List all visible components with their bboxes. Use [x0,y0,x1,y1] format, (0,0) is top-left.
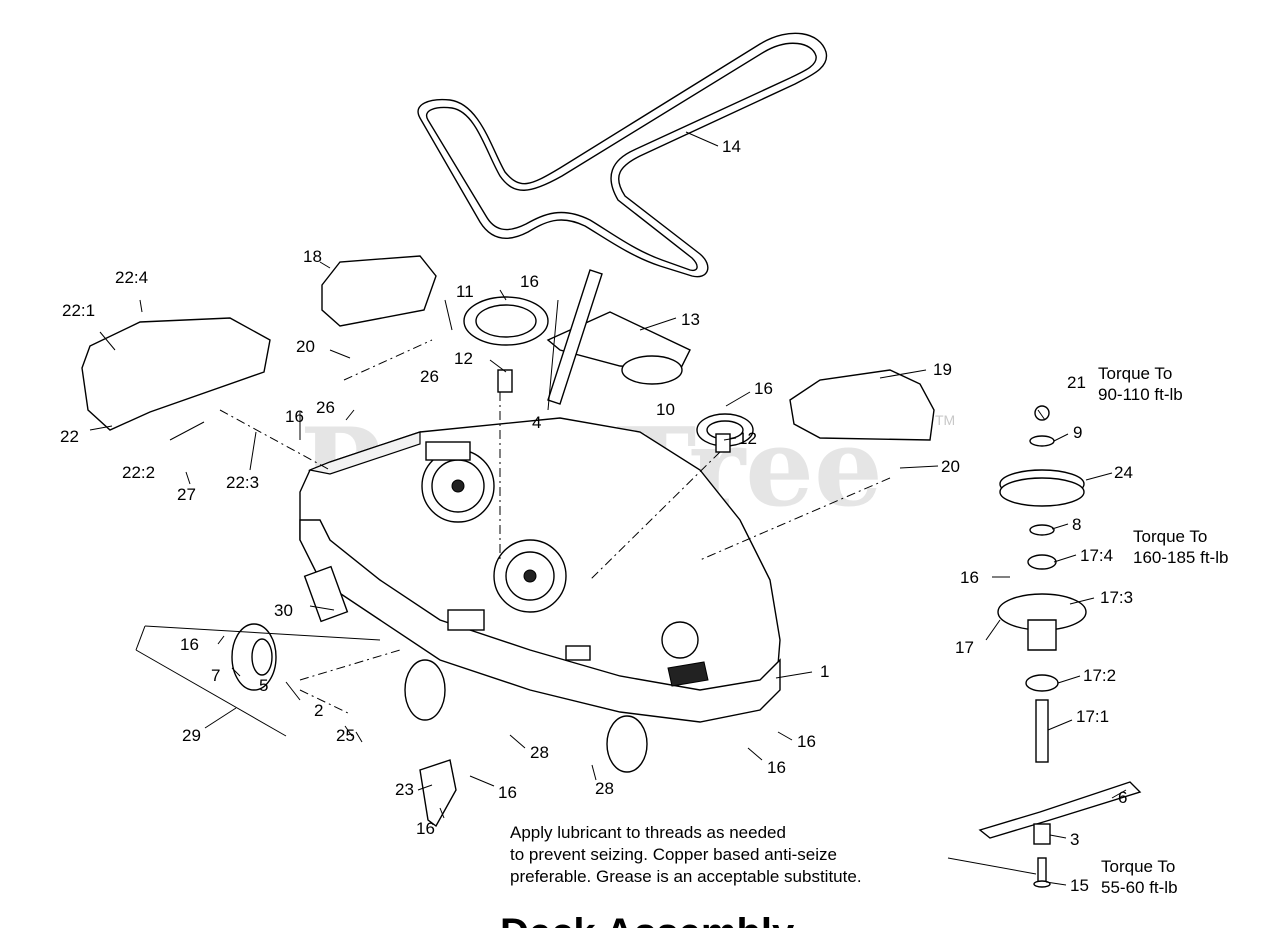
label-9: 9 [1073,423,1082,442]
assembly-lines [219,339,891,715]
label-16-e: 16 [180,635,199,654]
label-8: 8 [1072,515,1081,534]
label-30: 30 [274,601,293,620]
torque-21-line2: 90-110 ft-lb [1098,385,1183,404]
label-17-3: 17:3 [1100,588,1133,607]
label-16-a: 16 [520,272,539,291]
torque-21-line1: Torque To [1098,364,1172,383]
label-25: 25 [336,726,355,745]
note-line-3: preferable. Grease is an acceptable subs… [510,867,862,886]
label-2: 2 [314,701,323,720]
page-title: Deck Assembly [500,911,795,928]
label-16-c: 16 [285,407,304,426]
label-17-1: 17:1 [1076,707,1109,726]
spindle-assembly [978,405,1142,888]
note-line-2: to prevent seizing. Copper based anti-se… [510,845,837,864]
label-5: 5 [259,676,268,695]
label-26-a: 26 [420,367,439,386]
torque-specs: Torque To 90-110 ft-lb Torque To 160-185… [1098,364,1228,897]
label-18: 18 [303,247,322,266]
label-17-2: 17:2 [1083,666,1116,685]
label-15: 15 [1070,876,1089,895]
label-14: 14 [722,137,741,156]
label-16-g: 16 [767,758,786,777]
label-16-i: 16 [416,819,435,838]
drive-belt [417,32,828,278]
label-12-b: 12 [738,429,757,448]
label-20-b: 20 [941,457,960,476]
label-29: 29 [182,726,201,745]
label-19: 19 [933,360,952,379]
label-17: 17 [955,638,974,657]
label-22-3: 22:3 [226,473,259,492]
label-6: 6 [1118,788,1127,807]
label-26-b: 26 [316,398,335,417]
label-4: 4 [532,413,541,432]
label-23: 23 [395,780,414,799]
label-3: 3 [1070,830,1079,849]
belt-covers [81,255,935,441]
caster-wheels [231,623,648,828]
label-27: 27 [177,485,196,504]
idler-pulleys [463,269,754,453]
label-16-f: 16 [797,732,816,751]
label-20-a: 20 [296,337,315,356]
label-22-4: 22:4 [115,268,148,287]
torque-15-line1: Torque To [1101,857,1175,876]
label-22-1: 22:1 [62,301,95,320]
note-line-1: Apply lubricant to threads as needed [510,823,786,842]
label-12-a: 12 [454,349,473,368]
label-13: 13 [681,310,700,329]
trademark: TM [935,412,955,428]
label-17-4: 17:4 [1080,546,1113,565]
label-22-2: 22:2 [122,463,155,482]
label-7: 7 [211,666,220,685]
label-10: 10 [656,400,675,419]
leader-lines [89,131,1127,886]
label-16-b: 16 [754,379,773,398]
lubricant-note: Apply lubricant to threads as needed to … [510,823,862,886]
torque-15-line2: 55-60 ft-lb [1101,878,1178,897]
label-16-d: 16 [960,568,979,587]
part-labels: 14 18 22:4 22:1 11 16 13 20 12 26 16 19 … [60,137,1133,895]
label-11: 11 [456,282,474,301]
label-22: 22 [60,427,79,446]
label-21: 21 [1067,373,1086,392]
torque-17-line1: Torque To [1133,527,1207,546]
torque-17-line2: 160-185 ft-lb [1133,548,1228,567]
label-16-h: 16 [498,783,517,802]
label-24: 24 [1114,463,1133,482]
label-28-b: 28 [595,779,614,798]
label-1: 1 [820,662,829,681]
label-28-a: 28 [530,743,549,762]
mower-deck [299,417,781,723]
